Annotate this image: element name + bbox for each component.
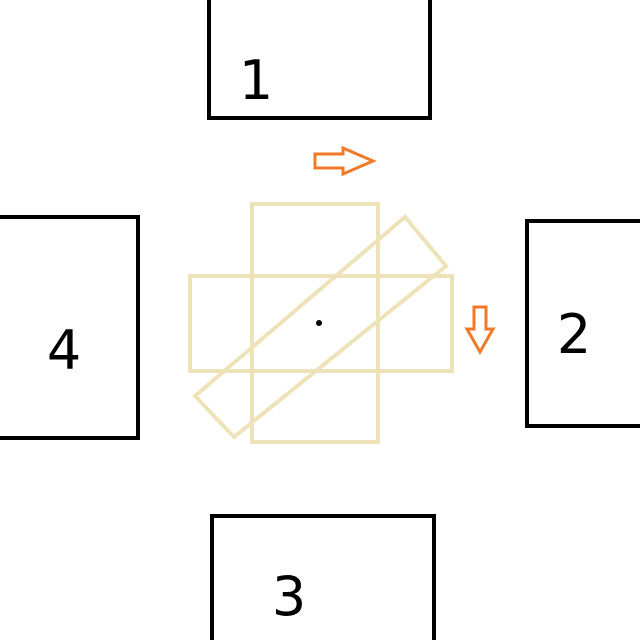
- box-1-frame: [207, 0, 432, 120]
- box-4: 4: [0, 215, 140, 440]
- rotation-overlay: [188, 202, 454, 444]
- box-3-frame: [210, 514, 436, 640]
- box-2-label: 2: [557, 303, 591, 366]
- box-2-frame: [525, 219, 640, 428]
- center-dot: [316, 320, 322, 326]
- box-1: 1: [207, 0, 432, 120]
- box-3: 3: [210, 514, 436, 640]
- box-3-label: 3: [272, 565, 306, 628]
- overlay-diagonal-rect: [192, 214, 449, 440]
- box-4-label: 4: [47, 319, 81, 382]
- box-1-label: 1: [239, 49, 273, 112]
- box-4-frame: [0, 215, 140, 440]
- overlay-horizontal-rect: [188, 274, 454, 373]
- arrow-right-outline-icon: [313, 145, 377, 177]
- box-2: 2: [525, 219, 640, 428]
- arrow-down-outline-icon: [464, 305, 496, 356]
